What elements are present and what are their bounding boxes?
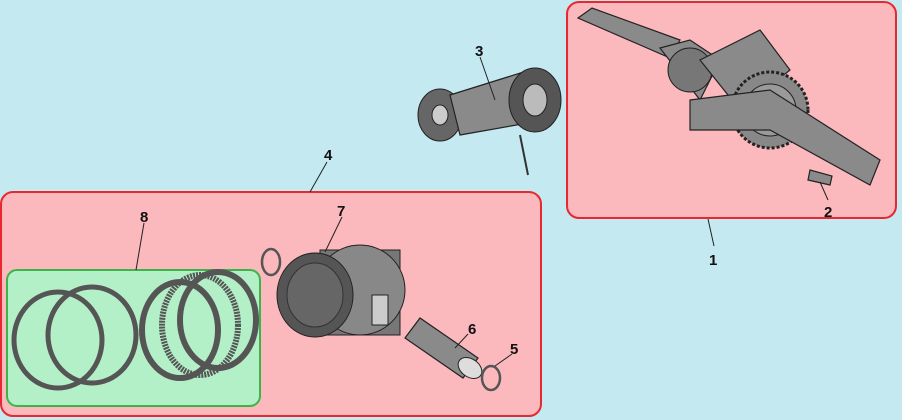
circlip-part[interactable]	[480, 364, 502, 392]
callout-8: 8	[140, 209, 148, 226]
connecting-rod-part[interactable]	[417, 67, 562, 176]
callout-3: 3	[475, 43, 483, 60]
callout-6: 6	[468, 321, 476, 338]
crankshaft-part[interactable]	[576, 7, 881, 186]
callout-5: 5	[510, 341, 518, 358]
circlip-left	[260, 247, 282, 277]
piston-rings-part[interactable]	[11, 269, 259, 391]
callout-2: 2	[824, 204, 832, 221]
callout-1: 1	[709, 252, 717, 269]
callout-4: 4	[324, 147, 333, 164]
piston-part[interactable]	[260, 244, 406, 338]
leader-lines	[135, 56, 829, 367]
callout-7: 7	[337, 203, 345, 220]
piston-pin-part[interactable]	[404, 317, 486, 383]
